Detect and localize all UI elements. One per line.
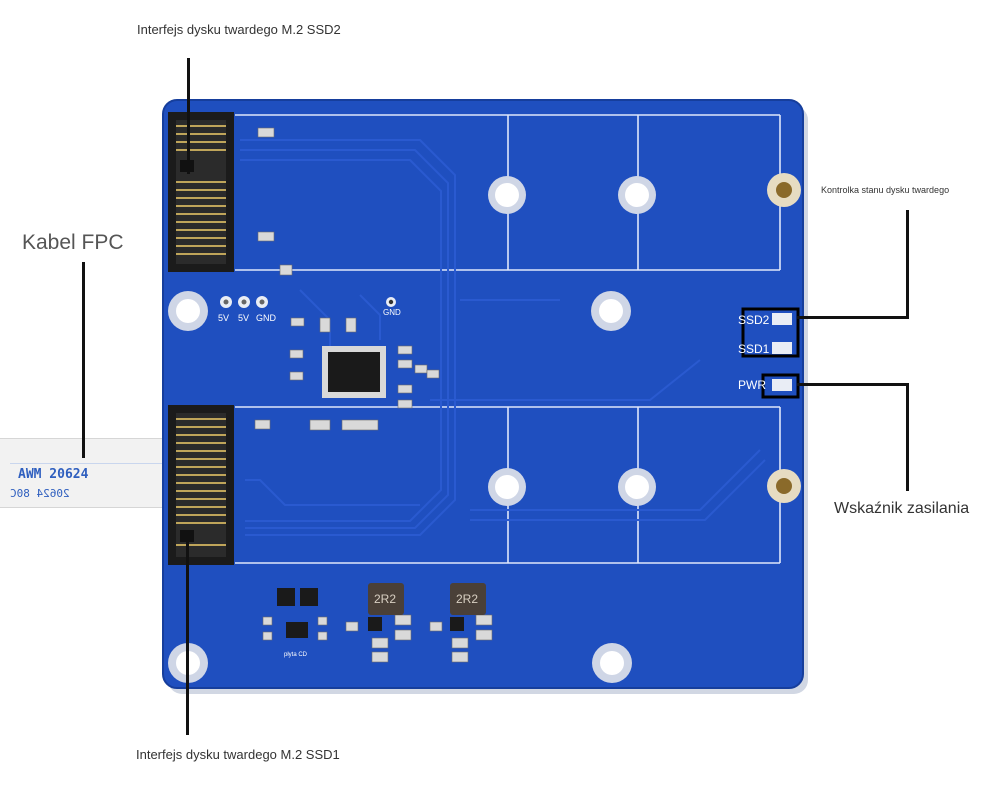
pcb-traces (240, 139, 766, 536)
leader-ssd1 (186, 535, 189, 735)
silk-5v-2: 5V (238, 313, 249, 323)
power-header-pads (220, 296, 396, 308)
leader-ssd2 (187, 58, 190, 174)
silk-led-ssd2: SSD2 (738, 313, 770, 327)
m2-connector-ssd2 (168, 112, 234, 272)
fpc-cable-print-2 (10, 463, 190, 464)
power-led-box (761, 373, 800, 399)
callout-ssd1-interface: Interfejs dysku twardego M.2 SSD1 (136, 747, 340, 762)
silk-led-pwr: PWR (738, 378, 766, 392)
silk-gnd-tp: GND (383, 308, 401, 317)
callout-fpc-cable: Kabel FPC (22, 231, 124, 254)
bottom-ics (277, 588, 464, 638)
status-leds (772, 313, 792, 391)
silk-inductor-right: 2R2 (456, 592, 478, 606)
callout-power-indicator: Wskaźnik zasilania (834, 500, 970, 517)
callout-disk-status-led: Kontrolka stanu dysku twardego (821, 185, 950, 195)
m2-connector-ssd1 (168, 405, 234, 565)
smd-components (254, 127, 493, 663)
leader-disk-status-v (906, 210, 909, 319)
leader-fpc (82, 262, 85, 458)
controller-chip (322, 346, 386, 398)
disk-status-led-box (741, 307, 800, 358)
callout-ssd2-interface: Interfejs dysku twardego M.2 SSD2 (137, 22, 341, 37)
fpc-cable-print-3: AWM 20624 (18, 467, 89, 482)
leader-power-v (906, 383, 909, 491)
inductor-left (368, 583, 404, 615)
silk-gnd: GND (256, 313, 277, 323)
silk-led-ssd1: SSD1 (738, 342, 770, 356)
pcb-substrate (162, 99, 804, 689)
inductor-right (450, 583, 486, 615)
silk-inductor-left: 2R2 (374, 592, 396, 606)
silk-5v-1: 5V (218, 313, 229, 323)
leader-power-h (797, 383, 908, 386)
silk-small-label: płyta CD (284, 652, 308, 658)
leader-disk-status-h (797, 316, 908, 319)
